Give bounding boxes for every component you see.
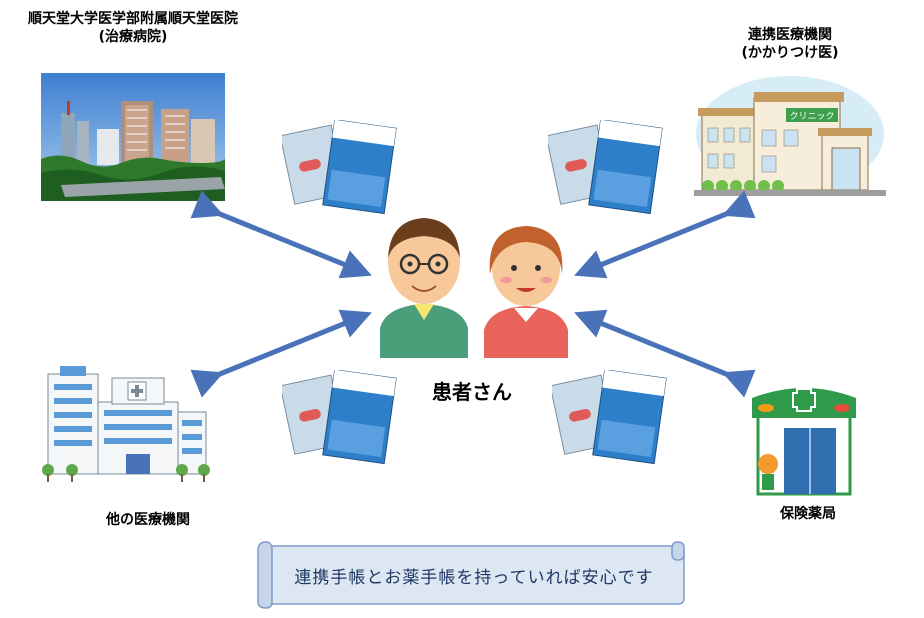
message-banner: 連携手帳とお薬手帳を持っていれば安心です xyxy=(252,540,688,610)
patient-label: 患者さん xyxy=(432,380,512,404)
hospital-photo xyxy=(41,73,225,201)
clinic-sign-text: クリニック xyxy=(789,111,834,122)
hospital-label: 順天堂大学医学部附属順天堂医院 (治療病院) xyxy=(0,10,266,46)
scroll-shape xyxy=(257,541,685,609)
arrow-clinic-patient xyxy=(574,190,756,279)
clinic-role: (かかりつけ医) xyxy=(741,45,839,61)
patient-couple-icon xyxy=(380,218,568,358)
large-hospital-icon xyxy=(42,366,210,482)
clinic-building-icon: クリニック xyxy=(694,76,886,196)
clinic-label: 連携医療機関 (かかりつけ医) xyxy=(710,26,870,62)
pharmacy-icon xyxy=(752,388,856,496)
arrow-other-patient xyxy=(190,309,372,398)
other-institution-label: 他の医療機関 xyxy=(106,512,190,528)
pharmacy-label: 保険薬局 xyxy=(780,506,836,522)
hospital-role: (治療病院) xyxy=(98,29,168,45)
arrow-hospital-patient xyxy=(190,190,372,279)
arrow-pharmacy-patient xyxy=(574,309,756,398)
hospital-name: 順天堂大学医学部附属順天堂医院 xyxy=(28,11,238,27)
banner-text: 連携手帳とお薬手帳を持っていれば安心です xyxy=(294,567,654,588)
clinic-name: 連携医療機関 xyxy=(748,27,832,43)
